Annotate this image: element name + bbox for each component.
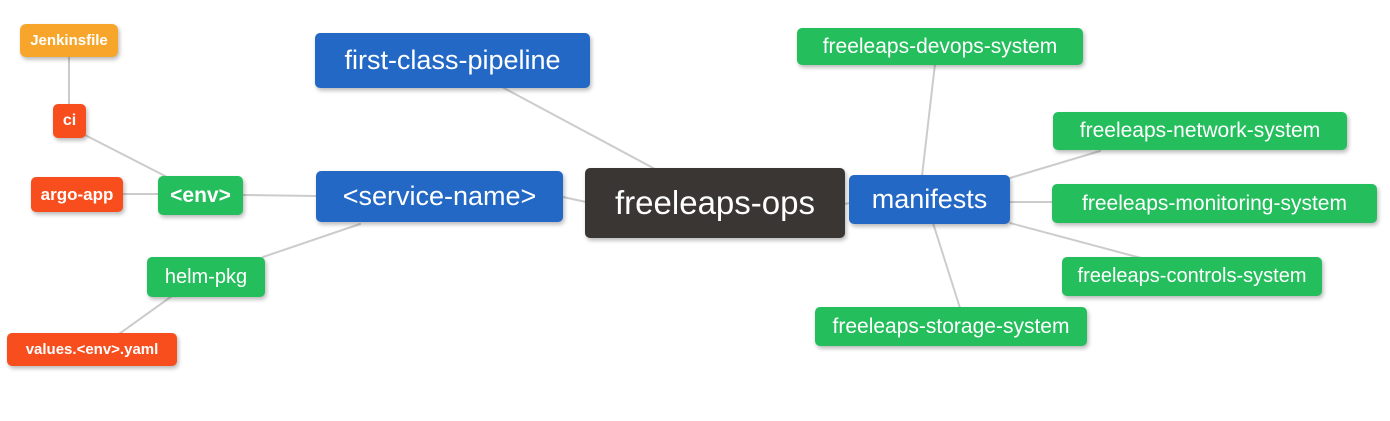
node-freeleaps-ops-root[interactable]: freeleaps-ops [585, 168, 845, 238]
edge-manifests-devops-system [921, 63, 936, 177]
node-argo-app[interactable]: argo-app [31, 177, 123, 212]
edge-manifests-network-system [1009, 150, 1101, 179]
edge-helm-pkg-values [118, 295, 173, 335]
node-freeleaps-storage-system[interactable]: freeleaps-storage-system [815, 307, 1087, 346]
node-service-name[interactable]: <service-name> [316, 171, 563, 222]
node-helm-pkg[interactable]: helm-pkg [147, 257, 265, 297]
edge-service-name-env [242, 194, 317, 197]
edge-service-name-helm-pkg [262, 223, 361, 258]
node-first-class-pipeline[interactable]: first-class-pipeline [315, 33, 590, 88]
edge-ops-service-name [562, 196, 587, 203]
node-manifests[interactable]: manifests [849, 175, 1010, 224]
node-freeleaps-devops-system[interactable]: freeleaps-devops-system [797, 28, 1083, 65]
node-env[interactable]: <env> [158, 176, 243, 215]
node-freeleaps-controls-system[interactable]: freeleaps-controls-system [1062, 257, 1322, 296]
node-values-env-yaml[interactable]: values.<env>.yaml [7, 333, 177, 366]
node-freeleaps-monitoring-system[interactable]: freeleaps-monitoring-system [1052, 184, 1377, 223]
edge-manifests-storage-system [932, 222, 961, 309]
edge-ops-first-class-pipeline [501, 86, 656, 170]
node-freeleaps-network-system[interactable]: freeleaps-network-system [1053, 112, 1347, 150]
edge-env-ci [84, 134, 168, 178]
node-ci[interactable]: ci [53, 104, 86, 138]
node-jenkinsfile[interactable]: Jenkinsfile [20, 24, 118, 57]
edge-manifests-controls-system [1009, 222, 1142, 259]
